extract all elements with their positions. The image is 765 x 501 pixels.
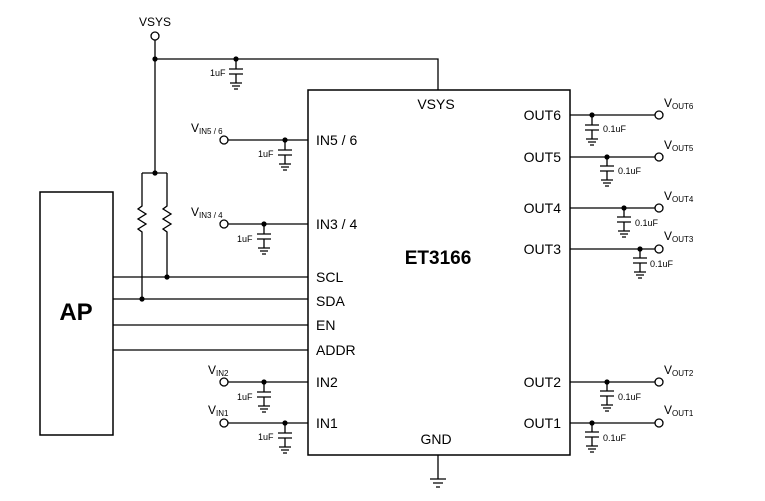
vsys-terminal[interactable]	[150, 31, 160, 41]
vout3-terminal[interactable]	[654, 244, 664, 254]
vout5-subscript: OUT5	[672, 144, 694, 153]
pin-in56: IN5 / 6	[316, 132, 357, 148]
chip-ground	[430, 455, 446, 488]
input-vin2: VIN2 1uF	[208, 363, 308, 413]
vout1-cap-label: 0.1uF	[603, 433, 627, 443]
vout1-terminal[interactable]	[654, 418, 664, 428]
vin2-cap-label: 1uF	[237, 392, 253, 402]
output-vout2: VOUT2 0.1uF	[570, 363, 694, 412]
svg-text:VOUT3: VOUT3	[664, 229, 694, 244]
vsys-cap-label: 1uF	[210, 68, 226, 78]
vin1-terminal[interactable]	[219, 418, 229, 428]
vout4-label: V	[664, 189, 672, 203]
vin2-subscript: IN2	[216, 369, 229, 378]
vin34-label: V	[191, 205, 199, 219]
input-vin56: VIN5 / 6 1uF	[191, 121, 308, 171]
output-vout1: VOUT1 0.1uF	[570, 403, 694, 453]
vout1-label: V	[664, 403, 672, 417]
vout1-subscript: OUT1	[672, 409, 694, 418]
vin56-label: V	[191, 121, 199, 135]
pin-in1: IN1	[316, 415, 338, 431]
vin1-cap-label: 1uF	[258, 432, 274, 442]
vout6-subscript: OUT6	[672, 102, 694, 111]
vout3-subscript: OUT3	[672, 235, 694, 244]
vin34-cap-label: 1uF	[237, 234, 253, 244]
pin-out2: OUT2	[524, 374, 562, 390]
vin2-label: V	[208, 363, 216, 377]
vsys-label: VSYS	[139, 15, 171, 29]
chip-body	[307, 89, 571, 456]
pin-addr: ADDR	[316, 342, 356, 358]
vout4-terminal[interactable]	[654, 203, 664, 213]
vin1-label: V	[208, 403, 216, 417]
output-vout5: VOUT5 0.1uF	[570, 138, 694, 187]
vout2-subscript: OUT2	[672, 369, 694, 378]
input-vin34: VIN3 / 4 1uF	[191, 205, 308, 255]
svg-text:VOUT1: VOUT1	[664, 403, 694, 418]
vout5-terminal[interactable]	[654, 152, 664, 162]
svg-text:VOUT4: VOUT4	[664, 189, 694, 204]
pin-scl: SCL	[316, 269, 343, 285]
vin56-terminal[interactable]	[219, 135, 229, 145]
i2c-pullups	[113, 170, 308, 351]
svg-text:VOUT6: VOUT6	[664, 96, 694, 111]
chip-name: ET3166	[405, 248, 472, 269]
svg-text:VOUT2: VOUT2	[664, 363, 694, 378]
svg-text:VOUT5: VOUT5	[664, 138, 694, 153]
pin-en: EN	[316, 317, 335, 333]
svg-text:VIN5 / 6: VIN5 / 6	[191, 121, 223, 136]
vout3-cap-label: 0.1uF	[650, 259, 674, 269]
svg-text:VIN1: VIN1	[208, 403, 229, 418]
pin-out4: OUT4	[524, 200, 562, 216]
vout6-terminal[interactable]	[654, 110, 664, 120]
pin-vsys: VSYS	[417, 96, 454, 112]
pin-sda: SDA	[316, 293, 345, 309]
vin1-subscript: IN1	[216, 409, 229, 418]
output-vout6: VOUT6 0.1uF	[570, 96, 694, 146]
vin34-terminal[interactable]	[219, 219, 229, 229]
vin56-cap-label: 1uF	[258, 149, 274, 159]
pin-out6: OUT6	[524, 107, 562, 123]
vsys-supply: VSYS 1uF	[139, 15, 439, 173]
output-vout4: VOUT4 0.1uF	[570, 189, 694, 238]
pin-gnd: GND	[420, 431, 451, 447]
pin-in34: IN3 / 4	[316, 216, 357, 232]
svg-text:VIN3 / 4: VIN3 / 4	[191, 205, 223, 220]
vout6-cap-label: 0.1uF	[603, 124, 627, 134]
ap-block	[39, 191, 114, 436]
input-vin1: VIN1 1uF	[208, 403, 308, 454]
vout2-terminal[interactable]	[654, 377, 664, 387]
pin-out3: OUT3	[524, 241, 562, 257]
vout3-label: V	[664, 229, 672, 243]
vout2-cap-label: 0.1uF	[618, 392, 642, 402]
vin56-subscript: IN5 / 6	[199, 127, 223, 136]
ap-label: AP	[59, 299, 92, 326]
vin34-subscript: IN3 / 4	[199, 211, 223, 220]
vout6-label: V	[664, 96, 672, 110]
output-vout3: VOUT3 0.1uF	[570, 229, 694, 279]
vin2-terminal[interactable]	[219, 377, 229, 387]
vout4-subscript: OUT4	[672, 195, 694, 204]
vout5-label: V	[664, 138, 672, 152]
pin-out5: OUT5	[524, 149, 562, 165]
vout2-label: V	[664, 363, 672, 377]
pin-out1: OUT1	[524, 415, 562, 431]
vout5-cap-label: 0.1uF	[618, 166, 642, 176]
svg-text:VIN2: VIN2	[208, 363, 229, 378]
vout4-cap-label: 0.1uF	[635, 218, 659, 228]
pin-in2: IN2	[316, 374, 338, 390]
